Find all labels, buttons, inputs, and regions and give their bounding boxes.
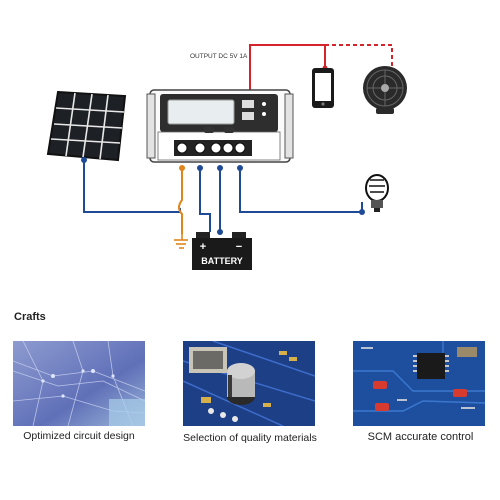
controller-button bbox=[224, 127, 234, 133]
usb-port bbox=[242, 112, 254, 120]
output-label: OUTPUT DC 5V 1A bbox=[190, 53, 248, 60]
crafts-caption: SCM accurate control bbox=[367, 431, 474, 443]
capacitor-image bbox=[183, 341, 315, 426]
battery-label: BATTERY bbox=[201, 256, 243, 266]
crafts-caption: Selection of quality materials bbox=[183, 432, 317, 444]
battery-negative-wire bbox=[199, 168, 211, 232]
panel-negative-wire bbox=[178, 168, 183, 234]
crafts-heading: Crafts bbox=[14, 311, 46, 323]
usb-port bbox=[242, 100, 254, 108]
usb-output-wire bbox=[249, 44, 326, 92]
charge-controller bbox=[146, 89, 294, 163]
battery-minus-sign: − bbox=[236, 241, 242, 253]
fan-icon bbox=[363, 66, 407, 114]
fan-output-wire bbox=[325, 44, 393, 66]
controller-button bbox=[204, 127, 214, 133]
panel-wire bbox=[83, 160, 181, 213]
phone-icon bbox=[312, 68, 334, 108]
battery: + − BATTERY bbox=[192, 232, 252, 270]
light-bulb-icon bbox=[365, 174, 389, 212]
microcontroller-image bbox=[353, 341, 485, 426]
lcd-screen bbox=[167, 99, 235, 125]
terminal-block bbox=[176, 142, 246, 154]
load-wire bbox=[239, 168, 363, 213]
ground-symbol bbox=[174, 234, 188, 249]
battery-plus-sign: + bbox=[200, 241, 206, 253]
crafts-caption: Optimized circuit design bbox=[23, 430, 135, 442]
solar-panel bbox=[46, 90, 127, 162]
pcb-traces-image bbox=[13, 341, 145, 426]
